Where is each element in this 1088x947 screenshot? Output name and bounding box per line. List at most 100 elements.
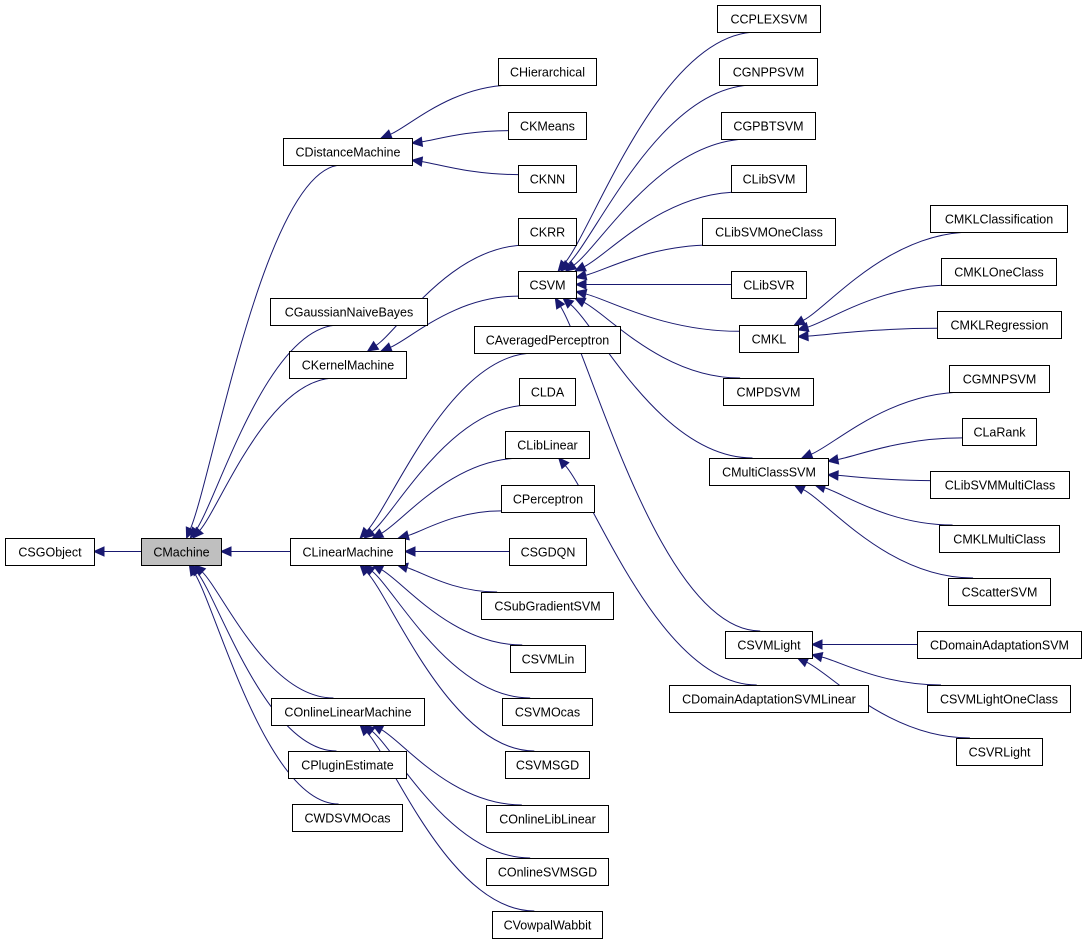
class-node-c-online-linear-machine[interactable]: COnlineLinearMachine: [271, 698, 425, 726]
class-node-cmkl-multi-class[interactable]: CMKLMultiClass: [939, 525, 1060, 553]
class-node-c-distance-machine[interactable]: CDistanceMachine: [283, 138, 413, 166]
class-node-c-vowpal-wabbit[interactable]: CVowpalWabbit: [492, 911, 603, 939]
class-node-c-lib-linear[interactable]: CLibLinear: [505, 431, 590, 459]
class-box[interactable]: [508, 112, 587, 140]
class-box[interactable]: [5, 538, 95, 566]
class-node-c-machine[interactable]: CMachine: [141, 538, 222, 566]
class-node-c-kernel-machine[interactable]: CKernelMachine: [289, 351, 407, 379]
class-box[interactable]: [723, 378, 814, 406]
class-node-csvmsgd[interactable]: CSVMSGD: [505, 751, 590, 779]
class-box[interactable]: [141, 538, 222, 566]
class-box[interactable]: [721, 112, 816, 140]
class-node-csvm-light-one-class[interactable]: CSVMLightOneClass: [927, 685, 1071, 713]
class-node-c-scatter-svm[interactable]: CScatterSVM: [948, 578, 1051, 606]
class-node-c-multi-class-svm[interactable]: CMultiClassSVM: [709, 458, 829, 486]
class-box[interactable]: [669, 685, 869, 713]
class-node-c-hierarchical[interactable]: CHierarchical: [498, 58, 597, 86]
class-node-ckrr[interactable]: CKRR: [518, 218, 577, 246]
class-box[interactable]: [505, 431, 590, 459]
class-node-c-lib-svm-multi-class[interactable]: CLibSVMMultiClass: [930, 471, 1070, 499]
class-node-c-online-svmsgd[interactable]: COnlineSVMSGD: [486, 858, 609, 886]
class-node-csvm-lin[interactable]: CSVMLin: [510, 645, 586, 673]
class-box[interactable]: [492, 911, 603, 939]
class-node-cwdsvm-ocas[interactable]: CWDSVMOcas: [292, 804, 403, 832]
class-box[interactable]: [941, 258, 1057, 286]
class-box[interactable]: [481, 592, 614, 620]
class-node-cgnppsvm[interactable]: CGNPPSVM: [719, 58, 818, 86]
class-node-ck-means[interactable]: CKMeans: [508, 112, 587, 140]
class-box[interactable]: [505, 751, 590, 779]
class-node-c-perceptron[interactable]: CPerceptron: [501, 485, 595, 513]
class-box[interactable]: [956, 738, 1043, 766]
class-box[interactable]: [962, 418, 1037, 446]
class-node-csvr-light[interactable]: CSVRLight: [956, 738, 1043, 766]
class-label: CLibSVMMultiClass: [945, 479, 1055, 493]
class-box[interactable]: [719, 58, 818, 86]
class-node-c-la-rank[interactable]: CLaRank: [962, 418, 1037, 446]
class-box[interactable]: [717, 5, 821, 33]
class-label: CDomainAdaptationSVMLinear: [682, 693, 856, 707]
class-box[interactable]: [509, 538, 587, 566]
class-box[interactable]: [271, 698, 425, 726]
class-box[interactable]: [917, 631, 1082, 659]
class-node-c-lib-svm[interactable]: CLibSVM: [731, 165, 807, 193]
class-node-c-online-lib-linear[interactable]: COnlineLibLinear: [486, 805, 609, 833]
class-node-c-gaussian-naive-bayes[interactable]: CGaussianNaiveBayes: [270, 298, 428, 326]
class-node-csg-object[interactable]: CSGObject: [5, 538, 95, 566]
class-box[interactable]: [709, 458, 829, 486]
class-node-c-sub-gradient-svm[interactable]: CSubGradientSVM: [481, 592, 614, 620]
class-box[interactable]: [510, 645, 586, 673]
class-box[interactable]: [289, 351, 407, 379]
class-box[interactable]: [731, 271, 807, 299]
class-box[interactable]: [927, 685, 1071, 713]
class-box[interactable]: [283, 138, 413, 166]
class-box[interactable]: [288, 751, 407, 779]
class-node-cgmnpsvm[interactable]: CGMNPSVM: [949, 365, 1050, 393]
class-node-cmkl-classification[interactable]: CMKLClassification: [930, 205, 1068, 233]
class-label: CSGObject: [18, 546, 82, 560]
class-box[interactable]: [519, 378, 576, 406]
class-box[interactable]: [948, 578, 1051, 606]
class-node-cknn[interactable]: CKNN: [518, 165, 577, 193]
class-box[interactable]: [930, 471, 1070, 499]
class-box[interactable]: [518, 218, 577, 246]
class-node-csvm[interactable]: CSVM: [518, 271, 577, 299]
class-node-ccplexsvm[interactable]: CCPLEXSVM: [717, 5, 821, 33]
class-box[interactable]: [474, 326, 621, 354]
class-node-cmkl-regression[interactable]: CMKLRegression: [937, 311, 1062, 339]
class-box[interactable]: [486, 858, 609, 886]
class-box[interactable]: [486, 805, 609, 833]
class-box[interactable]: [725, 631, 813, 659]
class-box[interactable]: [937, 311, 1062, 339]
class-node-cmkl-one-class[interactable]: CMKLOneClass: [941, 258, 1057, 286]
class-node-c-linear-machine[interactable]: CLinearMachine: [290, 538, 406, 566]
arrowhead-icon: [410, 156, 424, 167]
class-node-c-lib-svm-one-class[interactable]: CLibSVMOneClass: [702, 218, 836, 246]
class-node-csgdqn[interactable]: CSGDQN: [509, 538, 587, 566]
class-box[interactable]: [930, 205, 1068, 233]
class-node-c-lib-svr[interactable]: CLibSVR: [731, 271, 807, 299]
class-node-c-domain-adaptation-svm-linear[interactable]: CDomainAdaptationSVMLinear: [669, 685, 869, 713]
class-box[interactable]: [290, 538, 406, 566]
class-node-cgpbtsvm[interactable]: CGPBTSVM: [721, 112, 816, 140]
class-box[interactable]: [498, 58, 597, 86]
class-box[interactable]: [518, 165, 577, 193]
class-node-csvm-ocas[interactable]: CSVMOcas: [502, 698, 593, 726]
class-box[interactable]: [292, 804, 403, 832]
class-node-cmpdsvm[interactable]: CMPDSVM: [723, 378, 814, 406]
class-box[interactable]: [939, 525, 1060, 553]
class-node-clda[interactable]: CLDA: [519, 378, 576, 406]
class-box[interactable]: [518, 271, 577, 299]
class-box[interactable]: [949, 365, 1050, 393]
class-box[interactable]: [702, 218, 836, 246]
class-node-c-averaged-perceptron[interactable]: CAveragedPerceptron: [474, 326, 621, 354]
class-box[interactable]: [731, 165, 807, 193]
class-node-csvm-light[interactable]: CSVMLight: [725, 631, 813, 659]
class-node-c-plugin-estimate[interactable]: CPluginEstimate: [288, 751, 407, 779]
class-box[interactable]: [739, 325, 799, 353]
class-box[interactable]: [270, 298, 428, 326]
class-box[interactable]: [502, 698, 593, 726]
class-node-cmkl[interactable]: CMKL: [739, 325, 799, 353]
class-box[interactable]: [501, 485, 595, 513]
class-node-c-domain-adaptation-svm[interactable]: CDomainAdaptationSVM: [917, 631, 1082, 659]
